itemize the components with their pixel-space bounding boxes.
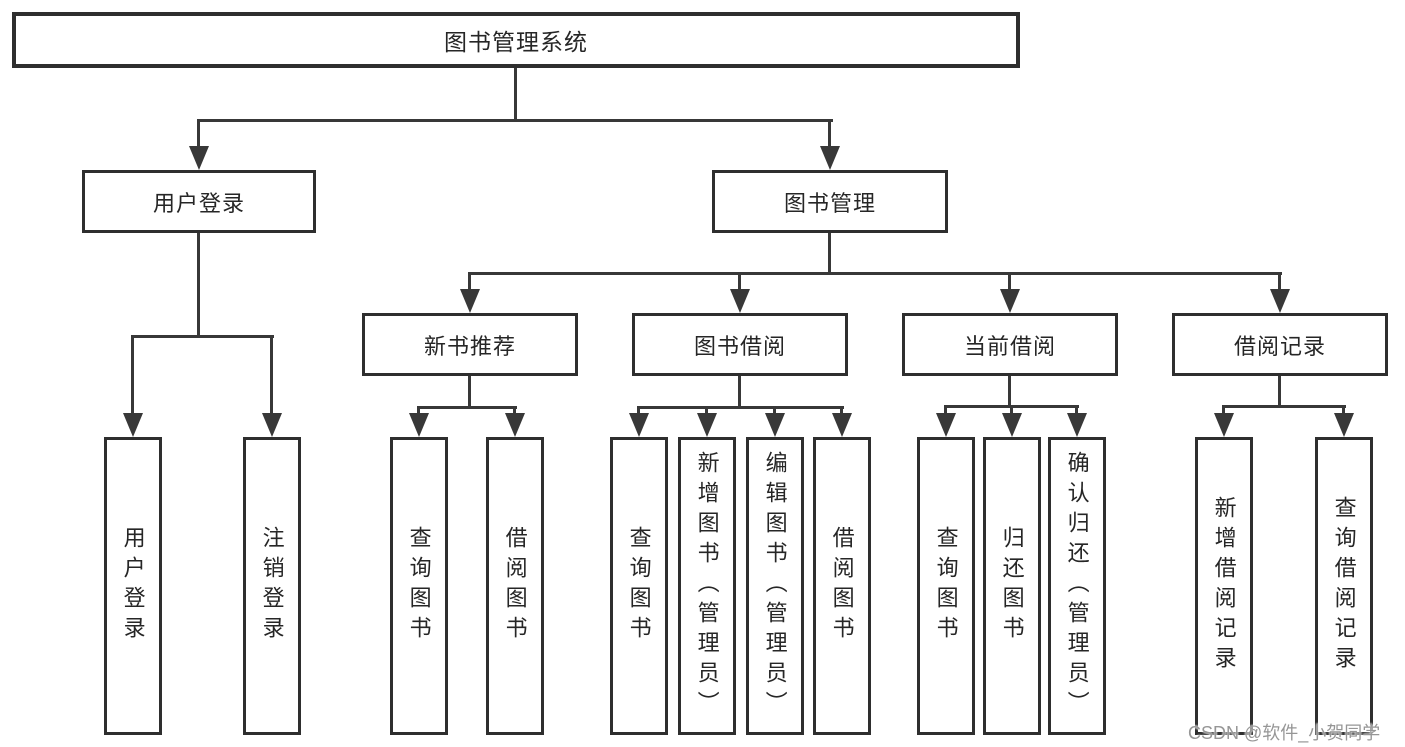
- leaf-label: 借阅图书: [829, 526, 855, 646]
- arrow-down-icon: [820, 146, 840, 170]
- connector-line: [840, 406, 843, 416]
- connector-line: [738, 376, 741, 406]
- leaf-label: 查询借阅记录: [1331, 496, 1357, 676]
- arrow-down-icon: [262, 413, 282, 437]
- leaf-query-books-borrowing: 查询图书: [610, 437, 668, 735]
- connector-line: [131, 335, 134, 417]
- leaf-confirm-return-admin: 确认归还（管理员）: [1048, 437, 1106, 735]
- connector-line: [270, 335, 273, 417]
- leaf-label: 归还图书: [999, 526, 1025, 646]
- leaf-borrow-books-recommend: 借阅图书: [486, 437, 544, 735]
- connector-line: [197, 119, 200, 152]
- arrow-down-icon: [936, 413, 956, 437]
- connector-line: [1222, 405, 1346, 408]
- arrow-down-icon: [1067, 413, 1087, 437]
- connector-line: [1278, 376, 1281, 405]
- node-new-book-recommendation: 新书推荐: [362, 313, 578, 376]
- node-book-management: 图书管理: [712, 170, 948, 233]
- connector-line: [1075, 405, 1078, 416]
- connector-line: [417, 406, 517, 409]
- connector-line: [637, 406, 640, 416]
- arrow-down-icon: [1334, 413, 1354, 437]
- connector-line: [131, 335, 274, 338]
- connector-line: [705, 406, 708, 416]
- arrow-down-icon: [1002, 413, 1022, 437]
- connector-line: [738, 272, 741, 292]
- leaf-query-books-current: 查询图书: [917, 437, 975, 735]
- leaf-label: 新增借阅记录: [1211, 496, 1237, 676]
- connector-line: [828, 119, 831, 152]
- node-current-borrowing: 当前借阅: [902, 313, 1118, 376]
- arrow-down-icon: [629, 413, 649, 437]
- arrow-down-icon: [765, 413, 785, 437]
- connector-line: [197, 233, 200, 335]
- leaf-label: 借阅图书: [502, 526, 528, 646]
- connector-line: [417, 406, 420, 416]
- connector-line: [637, 406, 844, 409]
- connector-line: [514, 68, 517, 119]
- arrow-down-icon: [460, 289, 480, 313]
- connector-line: [944, 405, 947, 416]
- connector-line: [1008, 376, 1011, 405]
- connector-line: [1342, 405, 1345, 416]
- node-user-login: 用户登录: [82, 170, 316, 233]
- node-book-borrowing: 图书借阅: [632, 313, 848, 376]
- connector-line: [468, 376, 471, 406]
- connector-line: [1010, 405, 1013, 416]
- connector-line: [468, 272, 1282, 275]
- arrow-down-icon: [123, 413, 143, 437]
- arrow-down-icon: [505, 413, 525, 437]
- leaf-edit-book-admin: 编辑图书（管理员）: [746, 437, 804, 735]
- leaf-label: 注销登录: [259, 526, 285, 646]
- leaf-add-borrow-record: 新增借阅记录: [1195, 437, 1253, 735]
- connector-line: [513, 406, 516, 416]
- leaf-label: 编辑图书（管理员）: [762, 451, 788, 721]
- arrow-down-icon: [832, 413, 852, 437]
- leaf-return-books: 归还图书: [983, 437, 1041, 735]
- leaf-label: 确认归还（管理员）: [1064, 451, 1090, 721]
- leaf-query-books-recommend: 查询图书: [390, 437, 448, 735]
- arrow-down-icon: [1000, 289, 1020, 313]
- leaf-label: 新增图书（管理员）: [694, 451, 720, 721]
- arrow-down-icon: [697, 413, 717, 437]
- leaf-user-login: 用户登录: [104, 437, 162, 735]
- leaf-label: 查询图书: [626, 526, 652, 646]
- leaf-label: 查询图书: [933, 526, 959, 646]
- node-borrowing-records: 借阅记录: [1172, 313, 1388, 376]
- leaf-add-book-admin: 新增图书（管理员）: [678, 437, 736, 735]
- connector-line: [1278, 272, 1281, 292]
- connector-line: [773, 406, 776, 416]
- arrow-down-icon: [730, 289, 750, 313]
- arrow-down-icon: [1270, 289, 1290, 313]
- leaf-borrow-books: 借阅图书: [813, 437, 871, 735]
- csdn-watermark: CSDN @软件_小贺同学: [1188, 723, 1381, 743]
- arrow-down-icon: [189, 146, 209, 170]
- connector-line: [1008, 272, 1011, 292]
- leaf-label: 查询图书: [406, 526, 432, 646]
- node-library-management-system: 图书管理系统: [12, 12, 1020, 68]
- leaf-logout: 注销登录: [243, 437, 301, 735]
- arrow-down-icon: [1214, 413, 1234, 437]
- leaf-label: 用户登录: [120, 526, 146, 646]
- connector-line: [1222, 405, 1225, 416]
- connector-line: [197, 119, 833, 122]
- arrow-down-icon: [409, 413, 429, 437]
- connector-line: [828, 233, 831, 272]
- leaf-query-borrow-record: 查询借阅记录: [1315, 437, 1373, 735]
- connector-line: [468, 272, 471, 292]
